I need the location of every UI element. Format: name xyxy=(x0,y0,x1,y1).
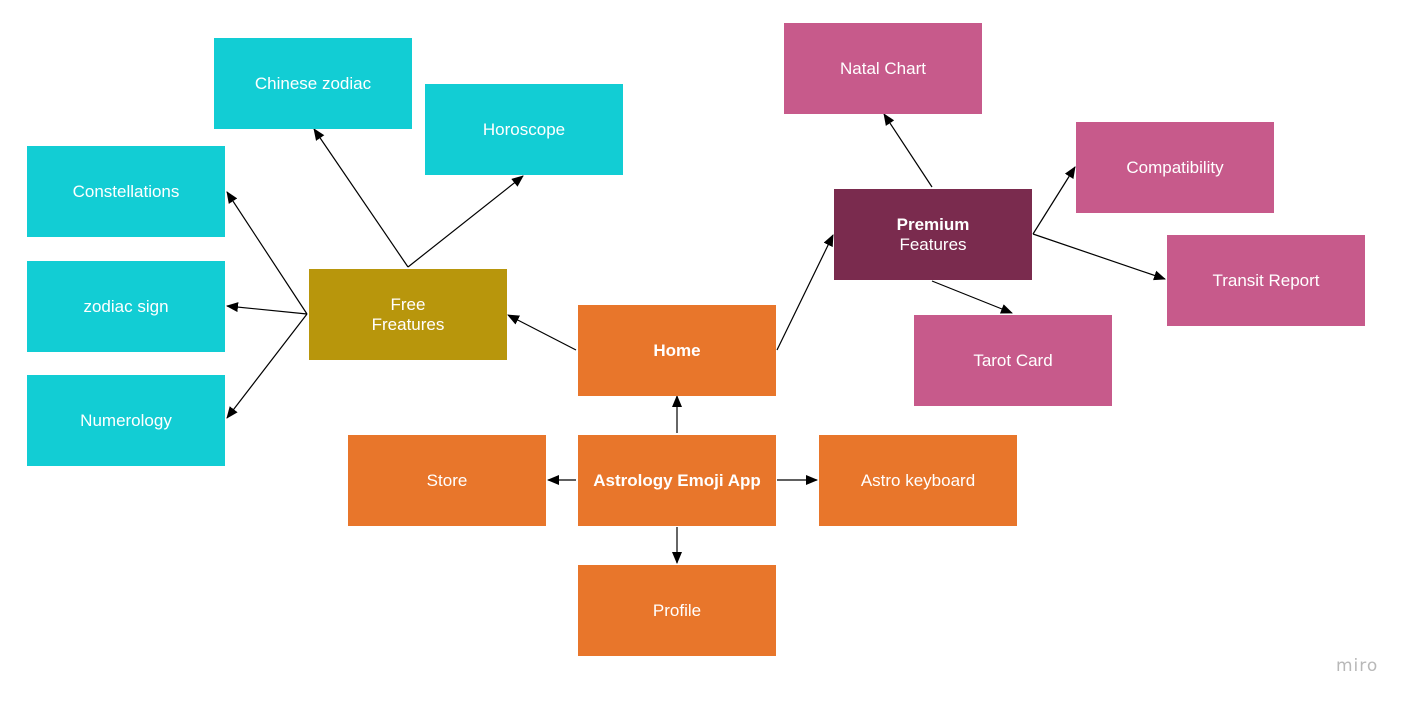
astro-keyboard-node[interactable]: Astro keyboard xyxy=(819,435,1017,526)
node-label: Transit Report xyxy=(1212,270,1320,290)
node-label-line1: Free xyxy=(390,294,426,314)
node-label-line2: Features xyxy=(899,234,967,254)
node-label: Constellations xyxy=(72,181,180,201)
node-label: Store xyxy=(426,470,468,490)
connector-home-to-premium-features xyxy=(776,234,834,351)
node-label: Astro keyboard xyxy=(860,470,976,490)
node-label-line2: Freatures xyxy=(371,314,445,334)
store-node[interactable]: Store xyxy=(348,435,546,526)
astrology-emoji-app-node[interactable]: Astrology Emoji App xyxy=(578,435,776,526)
node-label: Natal Chart xyxy=(840,58,926,78)
node-label: zodiac sign xyxy=(83,296,169,316)
connector-premium-features-to-compatibility xyxy=(1032,166,1076,235)
node-label: Compatibility xyxy=(1126,157,1224,177)
node-label: Home xyxy=(653,340,701,360)
home-node[interactable]: Home xyxy=(578,305,776,396)
profile-node[interactable]: Profile xyxy=(578,565,776,656)
tarot-card-node[interactable]: Tarot Card xyxy=(914,315,1112,406)
miro-watermark: miro xyxy=(1336,656,1379,676)
connector-free-features-to-constellations xyxy=(226,191,308,315)
connector-home-to-free-features xyxy=(507,314,577,351)
connector-free-features-to-zodiac-sign xyxy=(226,302,308,315)
transit-report-node[interactable]: Transit Report xyxy=(1167,235,1365,326)
connector-free-features-to-numerology xyxy=(226,313,308,419)
compatibility-node[interactable]: Compatibility xyxy=(1076,122,1274,213)
connector-premium-features-to-transit-report xyxy=(1032,233,1166,281)
node-label: Tarot Card xyxy=(973,350,1053,370)
node-label-line1: Premium xyxy=(896,214,970,234)
node-label: Astrology Emoji App xyxy=(593,470,761,490)
connector-free-features-to-horoscope xyxy=(407,175,524,268)
natal-chart-node[interactable]: Natal Chart xyxy=(784,23,982,114)
constellations-node[interactable]: Constellations xyxy=(27,146,225,237)
node-label: Numerology xyxy=(80,410,172,430)
node-label: Profile xyxy=(652,600,702,620)
connector-free-features-to-chinese-zodiac xyxy=(313,128,409,268)
connector-premium-features-to-tarot-card xyxy=(931,280,1013,314)
connector-premium-features-to-natal-chart xyxy=(883,113,933,188)
numerology-node[interactable]: Numerology xyxy=(27,375,225,466)
horoscope-node[interactable]: Horoscope xyxy=(425,84,623,175)
zodiac-sign-node[interactable]: zodiac sign xyxy=(27,261,225,352)
node-label: Chinese zodiac xyxy=(254,73,372,93)
free-features-node[interactable]: Free Freatures xyxy=(309,269,507,360)
node-label: Horoscope xyxy=(482,119,566,139)
chinese-zodiac-node[interactable]: Chinese zodiac xyxy=(214,38,412,129)
premium-features-node[interactable]: Premium Features xyxy=(834,189,1032,280)
